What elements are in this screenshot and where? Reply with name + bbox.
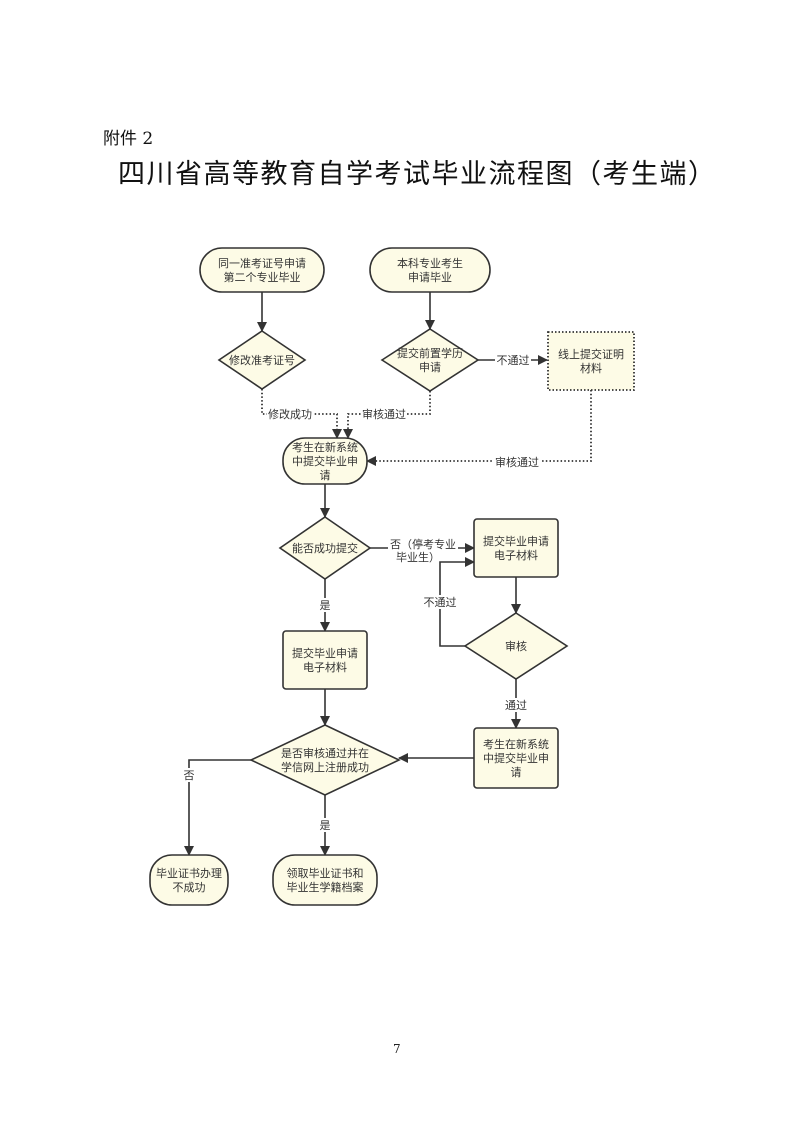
attachment-label: 附件 2 [103,129,154,149]
edge-label-bg [361,407,407,421]
terminal-shape [149,854,229,906]
edge-label: 毕业生） [396,550,440,564]
edge-label-bg [182,768,196,782]
edge-arrow-dotted [366,390,592,466]
node-label: 毕业生学籍档案 [287,880,364,894]
edge-label: 修改成功 [268,407,312,421]
edge-arrow [184,759,251,856]
node-label: 中提交毕业申 [483,751,549,765]
node-can-submit: 能否成功提交 [278,516,372,580]
terminal-shape [369,247,491,293]
edge-label-bg [494,455,540,469]
node-label: 申请 [419,361,441,374]
decision-shape [278,516,372,580]
edge-label: 审核通过 [495,455,539,469]
edge-label: 不通过 [424,596,457,609]
node-label: 审核 [505,639,527,653]
node-label: 考生在新系统 [483,737,549,751]
node-label: 提交毕业申请 [292,646,358,660]
edge-label: 是 [320,819,331,832]
node-label: 能否成功提交 [292,541,358,555]
node-label: 不成功 [173,881,206,894]
node-label: 电子材料 [494,548,538,562]
edge-label-bg [503,698,529,712]
edge-label-bg [318,598,332,612]
node-label: 同一准考证号申请 [218,257,306,270]
node-label: 学信网上注册成功 [281,760,369,774]
edge-label: 不通过 [497,354,530,367]
edge-label-bg [398,550,438,564]
node-label: 提交毕业申请 [483,534,549,548]
node-label: 线上提交证明 [558,347,624,361]
terminal-shape [282,437,368,485]
edge-label: 审核通过 [362,407,406,421]
node-label: 申请毕业 [408,271,452,284]
node-label: 毕业证书办理 [156,867,222,880]
edge-label-bg [495,353,531,367]
node-label: 请 [511,766,522,779]
node-label: 中提交毕业申 [292,454,358,468]
node-label: 材料 [580,361,602,375]
edge-arrow-dotted [261,389,342,439]
edge-label: 是 [320,599,331,612]
node-modify-id: 修改准考证号 [217,330,307,390]
node-label: 是否审核通过并在 [281,746,369,760]
edge-label: 通过 [505,699,527,712]
edge-label-bg [388,537,458,551]
node-label: 请 [320,469,331,482]
decision-shape [380,328,480,392]
decision-shape [463,612,569,680]
edge-label: 否 [184,769,195,782]
process-shape [282,630,368,690]
edge-label-bg [421,595,459,609]
node-label: 领取毕业证书和 [287,867,364,880]
page-number: 7 [393,1042,401,1056]
edge-label-bg [318,818,332,832]
page-title: 四川省高等教育自学考试毕业流程图（考生端） [118,159,717,190]
process-shape-dotted [547,331,635,391]
node-label: 本科专业考生 [397,256,463,270]
node-label: 修改准考证号 [229,353,295,367]
process-shape [473,727,559,789]
terminal-shape [199,247,325,293]
decision-shape [249,724,401,796]
decision-shape [217,330,307,390]
edge-label: 否（停考专业 [390,537,456,551]
node-label: 第二个专业毕业 [224,270,301,284]
node-review: 审核 [463,612,569,680]
terminal-shape [272,854,378,906]
node-label: 考生在新系统 [292,440,358,454]
edge-label-bg [267,407,313,421]
process-shape [473,518,559,578]
node-label: 电子材料 [303,660,347,674]
node-label: 提交前置学历 [397,346,463,360]
